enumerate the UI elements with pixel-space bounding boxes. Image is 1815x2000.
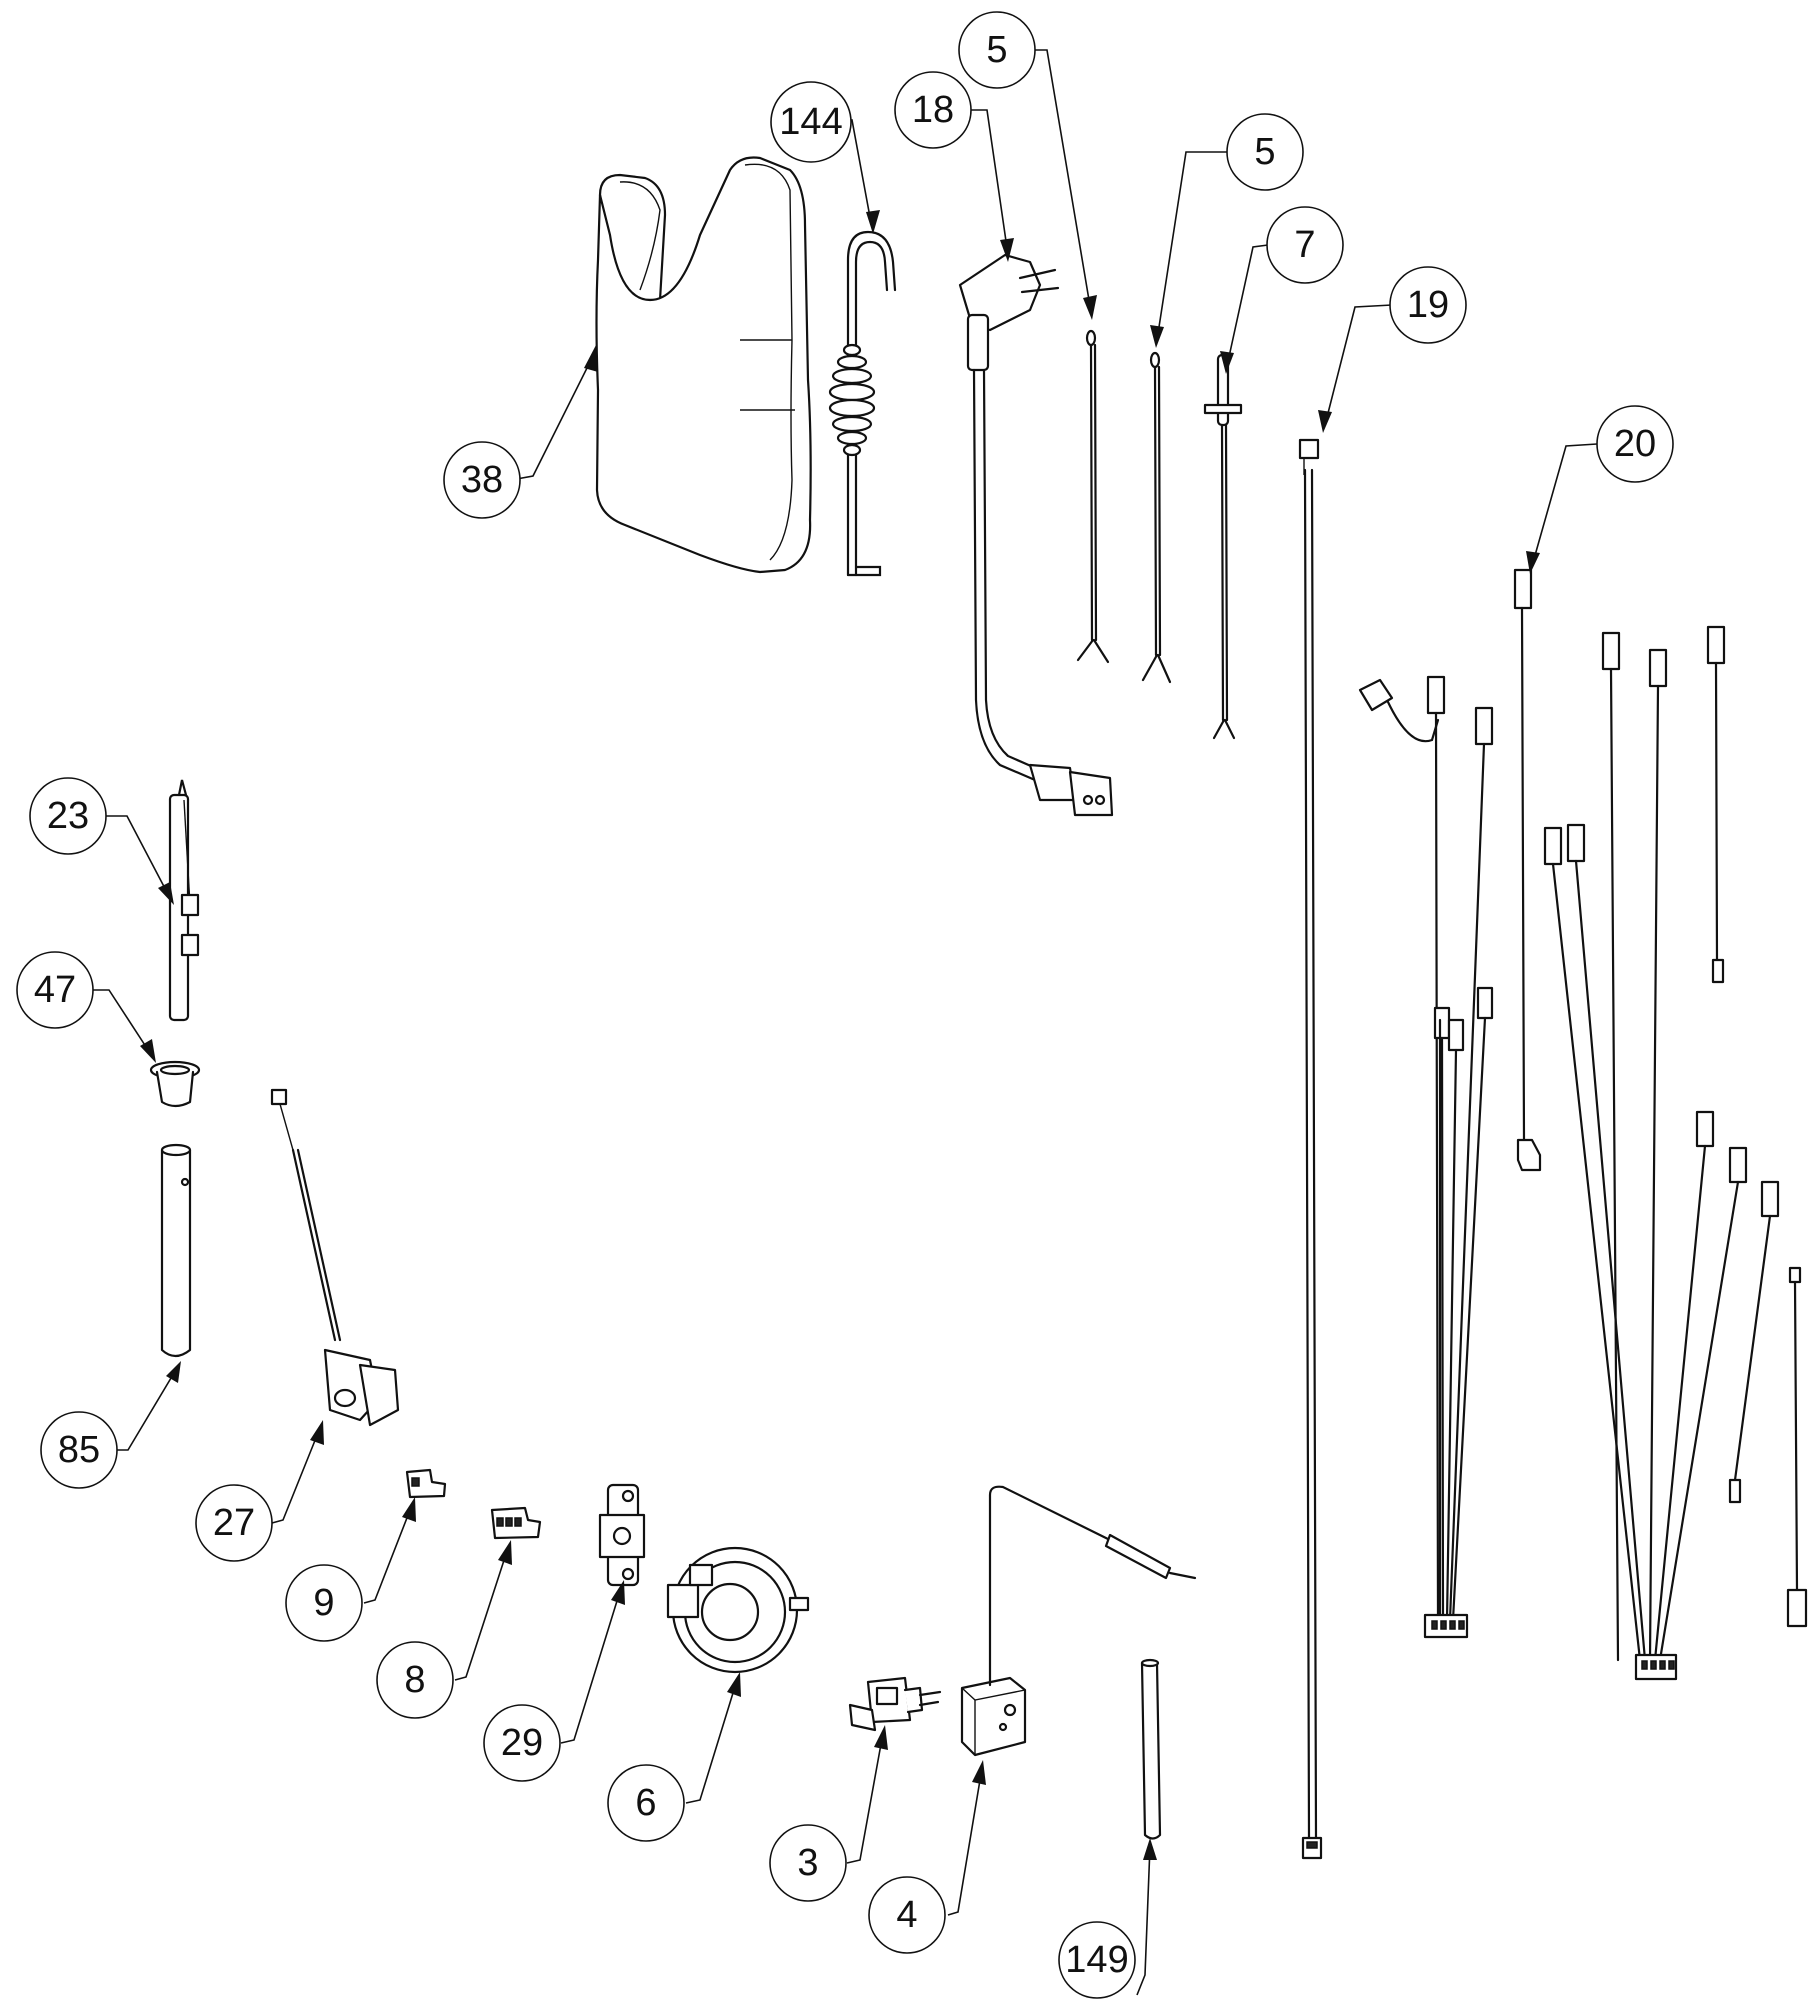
part-9-connector <box>405 1468 447 1499</box>
callout-label: 47 <box>34 969 76 1011</box>
callout-9: 9 <box>285 1564 363 1642</box>
callout-38: 38 <box>443 441 521 519</box>
callout-label: 3 <box>797 1842 818 1884</box>
part-5-thermocouple-a <box>1076 329 1110 664</box>
callout-label: 85 <box>58 1429 100 1471</box>
part-20-harness-right <box>1543 625 1808 1681</box>
callout-3: 3 <box>769 1824 847 1902</box>
callout-label: 9 <box>313 1582 334 1624</box>
callout-6: 6 <box>607 1764 685 1842</box>
callout-18: 18 <box>894 71 972 149</box>
part-144-spring-hook <box>828 230 897 577</box>
part-4-thermostat <box>960 1485 1197 1757</box>
callout-4: 4 <box>868 1876 946 1954</box>
part-149-rod <box>1140 1658 1162 1840</box>
part-27-motor-bracket <box>270 1088 400 1427</box>
part-47-bushing <box>149 1060 201 1108</box>
part-20-harness-left <box>1358 675 1494 1639</box>
part-20-harness-single <box>1513 568 1542 1172</box>
callout-label: 7 <box>1294 224 1315 266</box>
callout-19: 19 <box>1389 266 1467 344</box>
callout-29: 29 <box>483 1704 561 1782</box>
callout-23: 23 <box>29 777 107 855</box>
callout-label: 6 <box>635 1782 656 1824</box>
callout-144: 144 <box>770 81 852 163</box>
part-3-power-socket <box>848 1676 942 1732</box>
part-18-power-cord <box>958 253 1114 817</box>
callout-label: 38 <box>461 459 503 501</box>
part-6-pressure-switch <box>666 1546 810 1674</box>
callout-label: 23 <box>47 795 89 837</box>
callout-label: 20 <box>1614 423 1656 465</box>
part-23-rod <box>168 779 200 1022</box>
callout-label: 4 <box>896 1894 917 1936</box>
part-7-probe <box>1203 353 1243 740</box>
callout-label: 29 <box>501 1722 543 1764</box>
callout-label: 5 <box>1254 131 1275 173</box>
callout-47: 47 <box>16 951 94 1029</box>
callout-5-b: 5 <box>1226 113 1304 191</box>
part-29-switch <box>598 1483 646 1587</box>
part-8-terminal-block <box>490 1506 542 1540</box>
part-5-thermocouple-b <box>1141 351 1172 684</box>
callout-label: 5 <box>986 29 1007 71</box>
callout-label: 144 <box>779 101 842 143</box>
callout-27: 27 <box>195 1484 273 1562</box>
part-38-glove <box>595 156 812 574</box>
callout-label: 8 <box>404 1659 425 1701</box>
callout-label: 27 <box>213 1502 255 1544</box>
leader-lines <box>92 49 1598 1996</box>
callout-5-a: 5 <box>958 11 1036 89</box>
callout-8: 8 <box>376 1641 454 1719</box>
callout-7: 7 <box>1266 206 1344 284</box>
callout-85: 85 <box>40 1411 118 1489</box>
callout-149: 149 <box>1058 1921 1136 1999</box>
callout-20: 20 <box>1596 405 1674 483</box>
part-85-tube <box>160 1143 192 1358</box>
callout-label: 18 <box>912 89 954 131</box>
callout-label: 149 <box>1065 1939 1128 1981</box>
part-19-long-cable <box>1298 438 1323 1860</box>
callout-label: 19 <box>1407 284 1449 326</box>
